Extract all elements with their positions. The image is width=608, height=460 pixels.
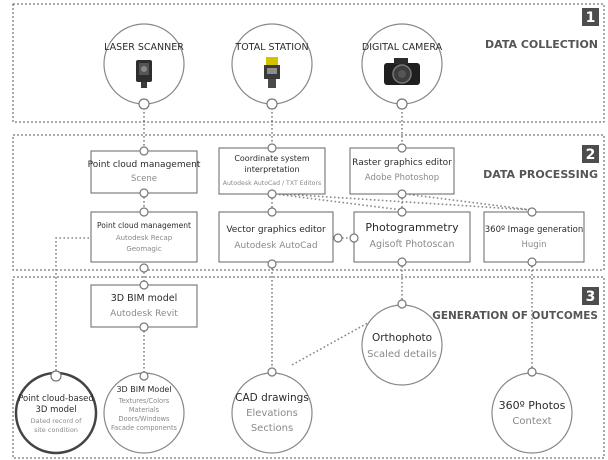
bim-revit-sub: Autodesk Revit <box>110 309 178 319</box>
pc-scene-title: Point cloud management <box>88 160 201 170</box>
laser-scanner-icon <box>136 60 152 88</box>
connector-node <box>396 98 408 110</box>
pointcloud-model-node: Point cloud-based 3D model Dated record … <box>14 371 98 455</box>
connector-node <box>139 371 149 381</box>
coord-sub: Autodesk AutoCad / TXT Editors <box>223 180 322 187</box>
bim-model-title: 3D BIM Model <box>116 385 171 394</box>
digital-camera-node: DIGITAL CAMERA <box>361 23 443 105</box>
connector-node <box>267 207 277 217</box>
connector-node <box>397 143 407 153</box>
section-number-2: 2 <box>586 147 596 163</box>
connector-node <box>139 322 149 332</box>
bim-revit-box: 3D BIM model Autodesk Revit <box>90 284 198 328</box>
photogrammetry-title: Photogrammetry <box>365 221 459 234</box>
connector-node <box>139 263 149 273</box>
total-station-label: TOTAL STATION <box>234 42 308 53</box>
connector-node <box>267 189 277 199</box>
bim-model-line: Doors/Windows <box>119 415 171 423</box>
connector-node <box>139 146 149 156</box>
connector-node <box>139 280 149 290</box>
orthophoto-title: Orthophoto <box>372 332 432 344</box>
cad-sub-line1: Elevations <box>246 408 298 419</box>
laser-scanner-node: LASER SCANNER <box>103 23 185 105</box>
pointcloud-title-line2: 3D model <box>35 405 76 415</box>
pc-management-scene-box: Point cloud management Scene <box>88 150 201 194</box>
cad-sub-line2: Sections <box>251 423 293 434</box>
connector-node <box>50 370 62 382</box>
pc-recap-sub2: Geomagic <box>126 245 162 253</box>
bim-model-line: Textures/Colors <box>118 397 170 405</box>
orthophoto-circle <box>361 304 443 386</box>
connector-node <box>527 207 537 217</box>
photos360-title: 360º Photos <box>499 399 566 412</box>
total-station-icon <box>264 57 280 88</box>
connector-node <box>266 98 278 110</box>
connector-node <box>333 233 343 243</box>
laser-scanner-label: LASER SCANNER <box>104 42 184 53</box>
section-title-collection: DATA COLLECTION <box>485 38 598 51</box>
raster-sub: Adobe Photoshop <box>365 173 439 183</box>
raster-editor-box: Raster graphics editor Adobe Photoshop <box>349 147 455 195</box>
connector-node <box>138 98 150 110</box>
cad-drawings-node: CAD drawings Elevations Sections <box>231 372 313 454</box>
connector-node <box>267 367 277 377</box>
connector-node <box>397 189 407 199</box>
pc-scene-sub: Scene <box>131 174 157 184</box>
camera-icon <box>384 58 420 85</box>
connector-node <box>397 299 407 309</box>
vector-editor-box: Vector graphics editor Autodesk AutoCad <box>218 211 334 263</box>
image360-generation-box: 360º Image generation Hugin <box>483 211 585 263</box>
connector-node <box>527 367 537 377</box>
cad-title: CAD drawings <box>235 392 309 404</box>
pc-recap-sub1: Autodesk Recap <box>116 234 173 242</box>
coord-title-line2: interpretation <box>244 165 299 174</box>
orthophoto-node: Orthophoto Scaled details <box>361 304 443 386</box>
connector-node <box>267 143 277 153</box>
bim-model-node: 3D BIM Model Textures/Colors Materials D… <box>103 372 185 454</box>
section-frame-outcomes <box>12 276 605 459</box>
connector-node <box>139 188 149 198</box>
connector-node <box>139 207 149 217</box>
section-title-processing: DATA PROCESSING <box>483 168 598 181</box>
section-number-1: 1 <box>586 10 596 26</box>
bim-model-line: Facade components <box>111 424 178 432</box>
connector-node <box>397 257 407 267</box>
pc-management-recap-box: Point cloud management Autodesk Recap Ge… <box>90 211 198 263</box>
raster-title: Raster graphics editor <box>352 158 452 168</box>
vector-sub: Autodesk AutoCad <box>234 241 317 251</box>
pc-recap-title: Point cloud management <box>97 221 191 230</box>
photos360-node: 360º Photos Context <box>491 372 573 454</box>
coordinate-system-box: Coordinate system interpretation Autodes… <box>218 147 326 195</box>
image360-title: 360º Image generation <box>485 225 583 235</box>
pointcloud-sub-line2: site condition <box>34 426 78 434</box>
section-badge-3 <box>582 287 599 305</box>
section-frame-collection <box>12 3 605 123</box>
total-station-node: TOTAL STATION <box>231 23 313 105</box>
connector-node <box>267 259 277 269</box>
pointcloud-sub-line1: Dated record of <box>31 417 83 425</box>
bim-revit-title: 3D BIM model <box>111 293 178 304</box>
photogrammetry-sub: Agisoft Photoscan <box>370 239 455 250</box>
photos360-sub: Context <box>512 416 551 427</box>
section-frame-processing <box>12 134 605 271</box>
connector-node <box>349 233 359 243</box>
section-badge-2 <box>582 145 599 163</box>
image360-sub: Hugin <box>522 240 547 250</box>
photos360-circle <box>491 372 573 454</box>
vector-title: Vector graphics editor <box>226 225 326 235</box>
section-badge-1 <box>582 8 599 26</box>
digital-camera-label: DIGITAL CAMERA <box>362 42 443 53</box>
bim-model-line: Materials <box>129 406 160 414</box>
pointcloud-title-line1: Point cloud-based <box>18 394 94 404</box>
connector-node <box>397 207 407 217</box>
section-title-outcomes: GENERATION OF OUTCOMES <box>432 310 598 322</box>
connector-node <box>527 257 537 267</box>
coord-title-line1: Coordinate system <box>234 154 310 163</box>
section-number-3: 3 <box>586 289 596 305</box>
orthophoto-sub: Scaled details <box>367 349 437 360</box>
photogrammetry-box: Photogrammetry Agisoft Photoscan <box>353 211 471 263</box>
